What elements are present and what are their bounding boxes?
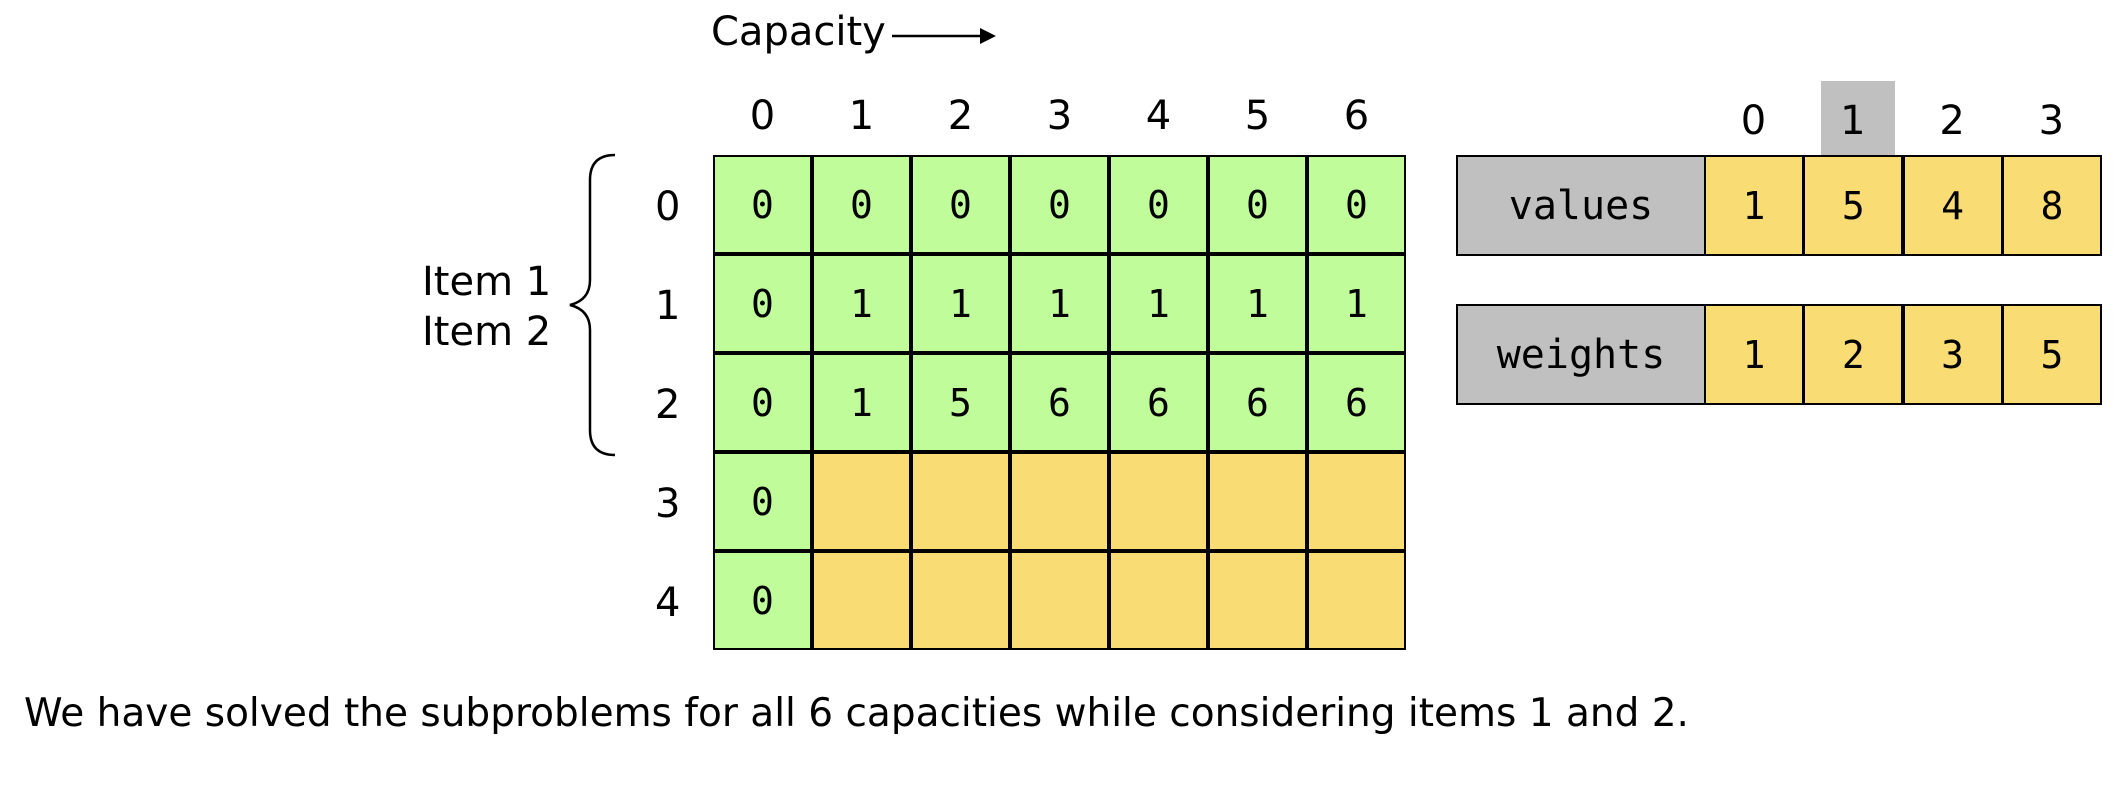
dp-cell: 1: [812, 254, 911, 353]
footer-caption: We have solved the subproblems for all 6…: [24, 691, 1689, 736]
column-header: 4: [1145, 93, 1172, 139]
dp-cell: 5: [911, 353, 1010, 452]
weights-array-item: 1: [1704, 304, 1804, 405]
dp-cell: 0: [1010, 155, 1109, 254]
dp-cell: 0: [713, 452, 812, 551]
dp-cell: [1307, 452, 1406, 551]
dp-cell: 1: [911, 254, 1010, 353]
dp-cell: [1208, 551, 1307, 650]
dp-cell: 1: [1109, 254, 1208, 353]
weights-array-item: 2: [1803, 304, 1904, 405]
dp-cell: [1109, 452, 1208, 551]
column-header: 2: [947, 93, 974, 139]
column-header: 0: [749, 93, 776, 139]
dp-cell: 0: [713, 353, 812, 452]
values-array-item: 8: [2001, 155, 2102, 256]
dp-cell: 0: [1109, 155, 1208, 254]
values-array-item: 1: [1704, 155, 1804, 256]
dp-cell: 0: [713, 551, 812, 650]
dp-cell: 0: [1307, 155, 1406, 254]
dp-cell: 6: [1010, 353, 1109, 452]
highlighted-index-marker: [1821, 81, 1896, 155]
row-header: 0: [655, 184, 681, 230]
dp-cell: 1: [1307, 254, 1406, 353]
dp-cell: 0: [713, 155, 812, 254]
dp-cell: [911, 551, 1010, 650]
dp-cell: [1010, 452, 1109, 551]
dp-cell: 0: [812, 155, 911, 254]
values-array-item: 5: [1803, 155, 1904, 256]
dp-cell: 0: [1208, 155, 1307, 254]
dp-cell: [812, 551, 911, 650]
column-header: 1: [848, 93, 875, 139]
row-header: 3: [655, 481, 681, 527]
dp-cell: 6: [1109, 353, 1208, 452]
array-index-header: 1: [1840, 98, 1866, 144]
dp-cell: [911, 452, 1010, 551]
dp-cell: 0: [713, 254, 812, 353]
row-header: 2: [655, 382, 681, 428]
row-header: 1: [655, 283, 681, 329]
brace-label-item-1: Item 1: [422, 259, 552, 305]
dp-cell: [1010, 551, 1109, 650]
column-header: 3: [1046, 93, 1073, 139]
dp-cell: 1: [1010, 254, 1109, 353]
row-header: 4: [655, 580, 681, 626]
brace-label-item-2: Item 2: [422, 309, 552, 355]
capacity-arrow-icon: [892, 28, 996, 44]
values-array-item: 4: [1902, 155, 2003, 256]
weights-array-item: 5: [2001, 304, 2102, 405]
dp-cell: 6: [1208, 353, 1307, 452]
column-header: 5: [1244, 93, 1271, 139]
dp-cell: [1208, 452, 1307, 551]
weights-array-item: 3: [1902, 304, 2003, 405]
dp-cell: 6: [1307, 353, 1406, 452]
items-brace-icon: [569, 153, 616, 457]
dp-cell: [1109, 551, 1208, 650]
dp-cell: 0: [911, 155, 1010, 254]
weights-array-label: weights: [1456, 304, 1706, 405]
array-index-header: 0: [1740, 98, 1767, 144]
dp-cell: [812, 452, 911, 551]
array-index-header: 3: [2038, 98, 2065, 144]
dp-cell: [1307, 551, 1406, 650]
values-array-label: values: [1456, 155, 1706, 256]
column-header: 6: [1343, 93, 1370, 139]
capacity-label: Capacity: [711, 9, 886, 55]
dp-cell: 1: [812, 353, 911, 452]
dp-cell: 1: [1208, 254, 1307, 353]
array-index-header: 2: [1939, 98, 1965, 144]
